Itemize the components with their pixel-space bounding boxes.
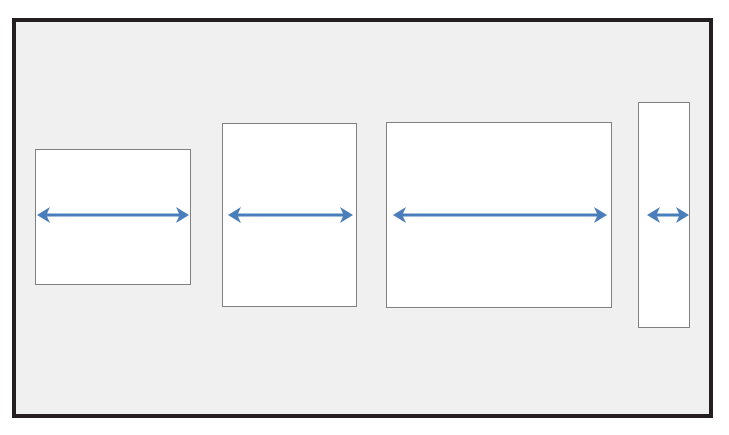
measure-box-2 bbox=[222, 123, 357, 307]
measure-box-1 bbox=[35, 149, 191, 285]
measure-box-3 bbox=[386, 122, 612, 308]
measure-box-4 bbox=[638, 102, 690, 328]
outer-frame bbox=[12, 18, 713, 418]
